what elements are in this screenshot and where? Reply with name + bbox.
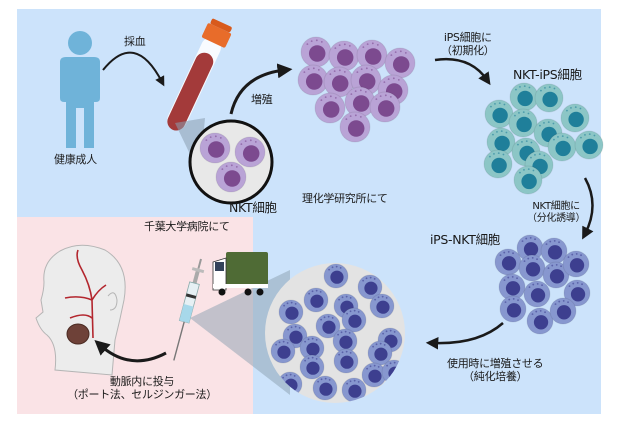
ips-nkt-cell bbox=[563, 279, 591, 307]
ips-nkt-cell bbox=[361, 362, 387, 388]
reprogram-label-line2: （初期化） bbox=[441, 44, 495, 57]
nkt-cell bbox=[369, 91, 401, 123]
nkt-cell bbox=[199, 132, 231, 164]
magnifier-wedge bbox=[190, 270, 290, 395]
ips-nkt-cell bbox=[270, 338, 296, 364]
ips-nkt-cell bbox=[499, 295, 527, 323]
healthy-adult-label: 健康成人 bbox=[54, 153, 97, 166]
nkt-cell bbox=[339, 111, 371, 143]
blood-draw-label: 採血 bbox=[124, 35, 146, 48]
differentiate-label: NKT細胞に （分化誘導） bbox=[527, 201, 586, 225]
arrow-icon bbox=[425, 322, 504, 350]
differentiate-label-line2: （分化誘導） bbox=[527, 213, 586, 224]
ips-nkt-cell bbox=[333, 348, 359, 374]
ips-nkt-cell bbox=[312, 375, 338, 401]
ips-nkt-cell bbox=[341, 377, 367, 403]
nkt-cell bbox=[297, 64, 329, 96]
nkt-cell bbox=[328, 40, 360, 72]
nkt-cell-label: NKT細胞 bbox=[229, 200, 277, 215]
expand-label: 使用時に増殖させる （純化培養） bbox=[447, 357, 544, 383]
nkt-ips-cell bbox=[534, 83, 564, 113]
nkt-ips-cell bbox=[483, 149, 513, 179]
expand-label-line1: 使用時に増殖させる bbox=[447, 357, 544, 370]
arrow-icon bbox=[434, 57, 491, 86]
riken-label: 理化学研究所にて bbox=[302, 192, 388, 205]
ips-nkt-cell bbox=[357, 274, 383, 300]
nkt-cell bbox=[300, 36, 332, 68]
nkt-ips-cell bbox=[509, 82, 539, 112]
ips-nkt-cell bbox=[498, 273, 526, 301]
reprogram-label-line1: iPS細胞に bbox=[443, 31, 492, 44]
nkt-ips-cell bbox=[560, 103, 590, 133]
ips-nkt-cell bbox=[523, 280, 551, 308]
administer-label: 動脈内に投与 （ポート法、セルジンガー法） bbox=[52, 375, 232, 401]
ips-nkt-cell bbox=[315, 313, 341, 339]
nkt-ips-cell bbox=[484, 99, 514, 129]
ips-nkt-cell bbox=[549, 297, 577, 325]
ips-nkt-cell bbox=[526, 307, 554, 335]
ips-nkt-cell bbox=[278, 299, 304, 325]
artery-icon bbox=[64, 249, 107, 339]
ips-nkt-cell-label: iPS-NKT細胞 bbox=[430, 232, 500, 247]
reprogram-label: iPS細胞に （初期化） bbox=[441, 31, 495, 57]
expand-label-line2: （純化培養） bbox=[463, 370, 528, 383]
syringe-icon bbox=[173, 258, 205, 361]
arrow-icon bbox=[229, 63, 293, 115]
ips-nkt-cell bbox=[369, 293, 395, 319]
arrow-icon bbox=[94, 339, 167, 363]
nkt-cell bbox=[215, 161, 247, 193]
proliferation-label: 増殖 bbox=[251, 93, 273, 106]
nkt-ips-cell bbox=[547, 132, 577, 162]
administer-label-line1: 動脈内に投与 bbox=[109, 375, 175, 388]
arrow-icon bbox=[582, 177, 594, 240]
nkt-cell bbox=[384, 47, 416, 79]
blood-tube-icon bbox=[167, 18, 232, 131]
tumor-icon bbox=[66, 323, 90, 345]
ips-nkt-cell bbox=[341, 307, 367, 333]
ips-nkt-cell bbox=[562, 250, 590, 278]
nkt-ips-cell bbox=[574, 130, 604, 160]
nkt-ips-cell-cluster bbox=[483, 82, 604, 195]
ips-nkt-cell bbox=[542, 261, 570, 289]
truck-icon bbox=[212, 252, 268, 296]
ips-nkt-cell-cluster bbox=[494, 234, 591, 335]
nkt-cell bbox=[234, 136, 266, 168]
nkt-cell-group-small bbox=[199, 132, 266, 193]
person-icon bbox=[60, 31, 100, 148]
nkt-cell bbox=[323, 66, 355, 98]
nkt-cell-cluster bbox=[297, 36, 416, 143]
administer-label-line2: （ポート法、セルジンガー法） bbox=[67, 388, 217, 401]
ips-nkt-cell bbox=[516, 234, 544, 262]
ips-nkt-cell bbox=[299, 354, 325, 380]
ips-nkt-cell bbox=[494, 248, 522, 276]
ips-nkt-cell bbox=[323, 263, 349, 289]
ips-nkt-cell bbox=[518, 254, 546, 282]
nkt-ips-cell bbox=[513, 165, 543, 195]
nkt-ips-cell bbox=[486, 127, 516, 157]
arrow-icon bbox=[102, 51, 165, 87]
expanded-ips-nkt-cells bbox=[270, 263, 405, 403]
ips-nkt-cell bbox=[303, 287, 329, 313]
nkt-cell bbox=[314, 92, 346, 124]
ips-nkt-cell bbox=[540, 237, 568, 265]
differentiate-label-line1: NKT細胞に bbox=[532, 201, 580, 212]
chiba-hospital-label: 千葉大学病院にて bbox=[144, 220, 230, 233]
ips-nkt-cell bbox=[367, 340, 393, 366]
nkt-ips-cell bbox=[508, 108, 538, 138]
nkt-ips-cell-label: NKT-iPS細胞 bbox=[513, 67, 582, 82]
